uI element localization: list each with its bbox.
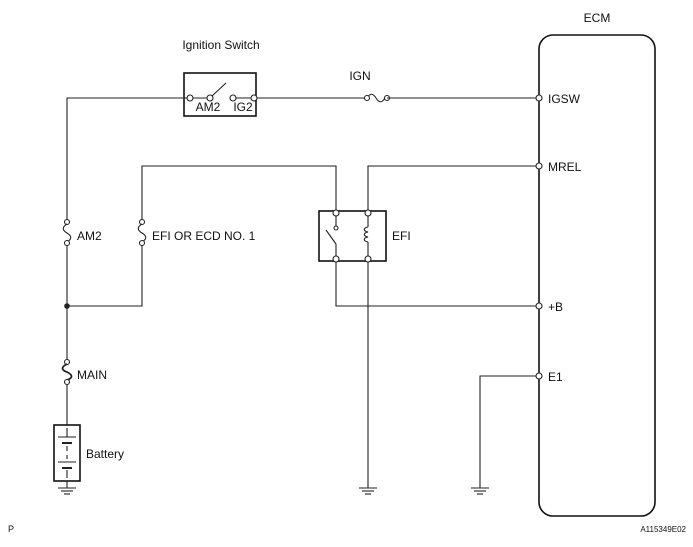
ground-icon-battery	[58, 487, 76, 495]
switch-am2-label: AM2	[196, 100, 221, 114]
ground-icon-ecm	[471, 487, 489, 495]
relay-switch-blade	[325, 229, 337, 245]
switch-blade	[211, 82, 227, 97]
corner-label-left: P	[8, 524, 14, 534]
pin-b-plus-label: +B	[548, 300, 563, 314]
wire-am2-to-switch	[66, 97, 187, 220]
corner-label-right: A115349E02	[640, 525, 686, 534]
pin-mrel-label: MREL	[548, 160, 582, 174]
fuse-main	[61, 363, 73, 381]
switch-contact-ig2	[229, 94, 237, 102]
pin-e1-node	[535, 372, 543, 380]
ecm-label: ECM	[584, 11, 611, 25]
ground-icon-relay	[359, 487, 377, 495]
pin-mrel-node	[535, 162, 543, 170]
fuse-am2	[62, 223, 72, 243]
pin-b-plus-node	[535, 302, 543, 310]
fuse-main-label: MAIN	[77, 368, 107, 382]
fuse-am2-label: AM2	[77, 229, 102, 243]
battery-label: Battery	[86, 447, 124, 461]
ignition-switch-label: Ignition Switch	[182, 38, 259, 52]
fuse-efi	[137, 223, 147, 243]
ignition-switch-box	[183, 72, 257, 117]
fuse-ign	[366, 93, 386, 103]
wire-b-plus	[335, 262, 536, 307]
relay-label: EFI	[392, 229, 411, 243]
switch-ig2-label: IG2	[233, 100, 253, 114]
battery-icon	[58, 428, 76, 478]
relay-coil	[363, 226, 369, 243]
efi-relay-box	[318, 210, 387, 262]
fuse-efi-label: EFI OR ECD NO. 1	[152, 229, 256, 243]
fuse-ign-label: IGN	[349, 69, 370, 83]
pin-igsw-label: IGSW	[548, 92, 581, 106]
wire-e1-ground	[479, 375, 536, 488]
pin-igsw-node	[535, 94, 543, 102]
switch-contact-am2	[206, 94, 214, 102]
wire-mrel	[367, 165, 536, 210]
wire-efi-fuse-to-relay	[141, 165, 337, 220]
ecm-box	[538, 34, 656, 517]
pin-e1-label: E1	[548, 370, 563, 384]
